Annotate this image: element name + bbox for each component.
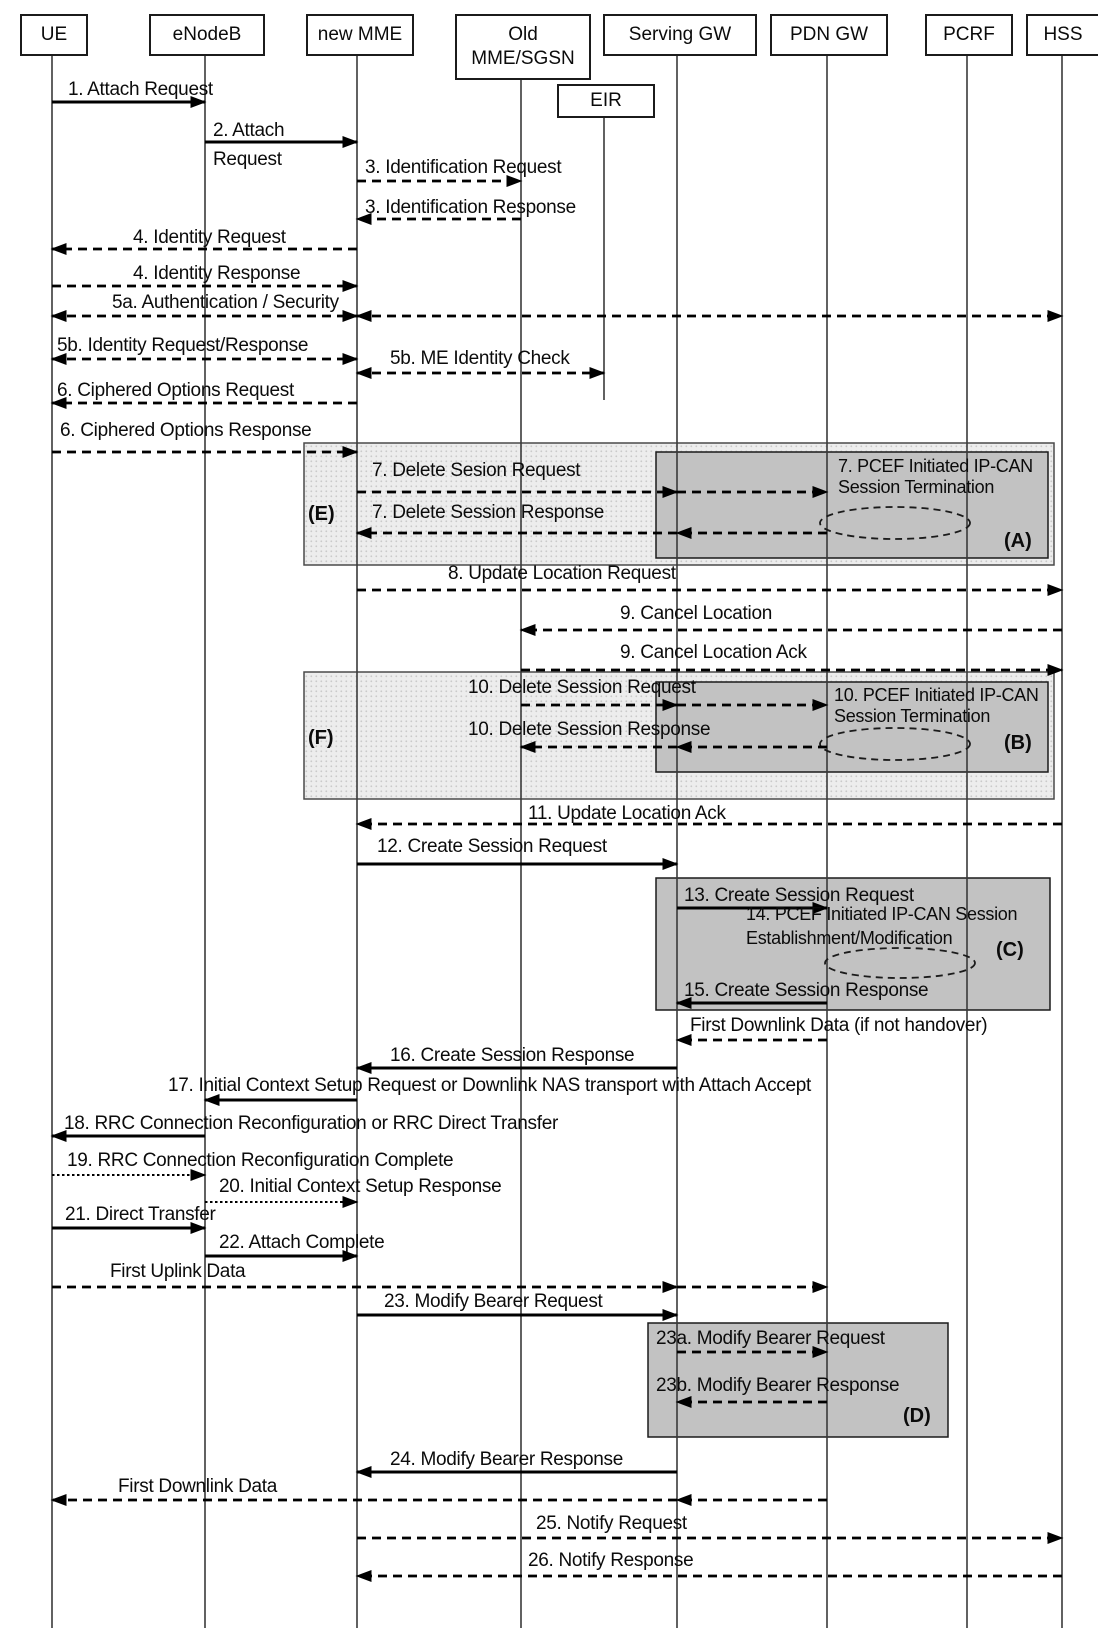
label-tag-C: (C): [996, 939, 1024, 961]
label-tag-B: (B): [1004, 732, 1032, 754]
procedure-ellipse-A: [819, 506, 971, 540]
actor-serving-gw-label: Serving GW: [628, 24, 732, 46]
label-15-create-session-response: 15. Create Session Response: [684, 980, 929, 1001]
label-7-delete-session-response: 7. Delete Session Response: [372, 502, 604, 523]
label-4-identity-request: 4. Identity Request: [133, 227, 286, 248]
label-13-create-session-request: 13. Create Session Request: [684, 885, 914, 906]
actor-eir-label: EIR: [590, 90, 622, 112]
actor-new-mme-label: new MME: [317, 24, 403, 46]
label-3-identification-request: 3. Identification Request: [365, 157, 562, 178]
label-17-initial-context-setup-request: 17. Initial Context Setup Request or Dow…: [168, 1075, 812, 1096]
actor-old-mme-sgsn: Old MME/SGSN: [455, 14, 591, 80]
label-22-attach-complete: 22. Attach Complete: [219, 1232, 385, 1253]
label-19-rrc-reconfiguration-complete: 19. RRC Connection Reconfiguration Compl…: [67, 1150, 454, 1171]
label-10-delete-session-request: 10. Delete Session Request: [468, 677, 696, 698]
label-24-modify-bearer-response: 24. Modify Bearer Response: [390, 1449, 623, 1470]
label-16-create-session-response: 16. Create Session Response: [390, 1045, 635, 1066]
label-23-modify-bearer-request: 23. Modify Bearer Request: [384, 1291, 603, 1312]
label-6-ciphered-options-request: 6. Ciphered Options Request: [57, 380, 294, 401]
label-5b-identity-request-response: 5b. Identity Request/Response: [57, 335, 309, 356]
label-first-downlink-data-conditional: First Downlink Data (if not handover): [690, 1015, 988, 1036]
label-2-attach: 2. Attach: [213, 120, 285, 141]
procedure-ellipse-B: [819, 727, 971, 761]
actor-pdn-gw-label: PDN GW: [789, 24, 869, 46]
label-proc-c-line1: 14. PCEF Initiated IP-CAN Session: [746, 904, 1018, 924]
label-tag-F: (F): [308, 727, 334, 749]
label-proc-a-line1: 7. PCEF Initiated IP-CAN: [838, 456, 1033, 476]
label-25-notify-request: 25. Notify Request: [536, 1513, 687, 1534]
label-proc-a-line2: Session Termination: [838, 477, 995, 497]
label-18-rrc-connection-reconfiguration: 18. RRC Connection Reconfiguration or RR…: [64, 1113, 558, 1134]
label-first-uplink-data: First Uplink Data: [110, 1261, 246, 1282]
label-11-update-location-ack: 11. Update Location Ack: [528, 803, 726, 824]
label-tag-A: (A): [1004, 530, 1032, 552]
label-8-update-location-request: 8. Update Location Request: [448, 563, 676, 584]
label-tag-E: (E): [308, 503, 335, 525]
label-23b-modify-bearer-response: 23b. Modify Bearer Response: [656, 1375, 900, 1396]
label-tag-D: (D): [903, 1405, 931, 1427]
label-1-attach-request: 1. Attach Request: [68, 79, 213, 100]
label-9-cancel-location: 9. Cancel Location: [620, 603, 772, 624]
label-10-delete-session-response: 10. Delete Session Response: [468, 719, 711, 740]
actor-pdn-gw: PDN GW: [770, 14, 888, 56]
label-5a-authentication-security: 5a. Authentication / Security: [112, 292, 339, 313]
label-4-identity-response: 4. Identity Response: [133, 263, 301, 284]
label-first-downlink-data: First Downlink Data: [118, 1476, 278, 1497]
label-3-identification-response: 3. Identification Response: [365, 197, 576, 218]
actor-eir: EIR: [557, 84, 655, 118]
label-23a-modify-bearer-request: 23a. Modify Bearer Request: [656, 1328, 885, 1349]
actor-hss: HSS: [1026, 14, 1098, 56]
label-12-create-session-request: 12. Create Session Request: [377, 836, 607, 857]
label-proc-c-line2: Establishment/Modification: [746, 928, 953, 948]
actor-ue: UE: [20, 14, 88, 56]
label-proc-b-line2: Session Termination: [834, 706, 991, 726]
actor-ue-label: UE: [40, 24, 68, 46]
actor-enodeb: eNodeB: [149, 14, 265, 56]
procedure-box-D: [647, 1322, 949, 1438]
label-5b-me-identity-check: 5b. ME Identity Check: [390, 348, 570, 369]
procedure-box-C: [655, 877, 1051, 1011]
label-9-cancel-location-ack: 9. Cancel Location Ack: [620, 642, 807, 663]
label-26-notify-response: 26. Notify Response: [528, 1550, 694, 1571]
actor-pcrf: PCRF: [925, 14, 1013, 56]
actor-old-mme-sgsn-label: Old MME/SGSN: [471, 24, 575, 69]
actor-enodeb-label: eNodeB: [172, 24, 242, 46]
label-proc-b-line1: 10. PCEF Initiated IP-CAN: [834, 685, 1039, 705]
actor-serving-gw: Serving GW: [603, 14, 757, 56]
procedure-ellipse-C: [824, 947, 976, 979]
label-6-ciphered-options-response: 6. Ciphered Options Response: [60, 420, 312, 441]
label-7-delete-session-request: 7. Delete Sesion Request: [372, 460, 581, 481]
label-20-initial-context-setup-response: 20. Initial Context Setup Response: [219, 1176, 502, 1197]
actor-pcrf-label: PCRF: [943, 24, 995, 46]
actor-hss-label: HSS: [1043, 24, 1083, 46]
procedure-box-A: [655, 451, 1049, 559]
actor-new-mme: new MME: [306, 14, 414, 56]
label-2-request: Request: [213, 149, 282, 170]
label-21-direct-transfer: 21. Direct Transfer: [65, 1204, 216, 1225]
